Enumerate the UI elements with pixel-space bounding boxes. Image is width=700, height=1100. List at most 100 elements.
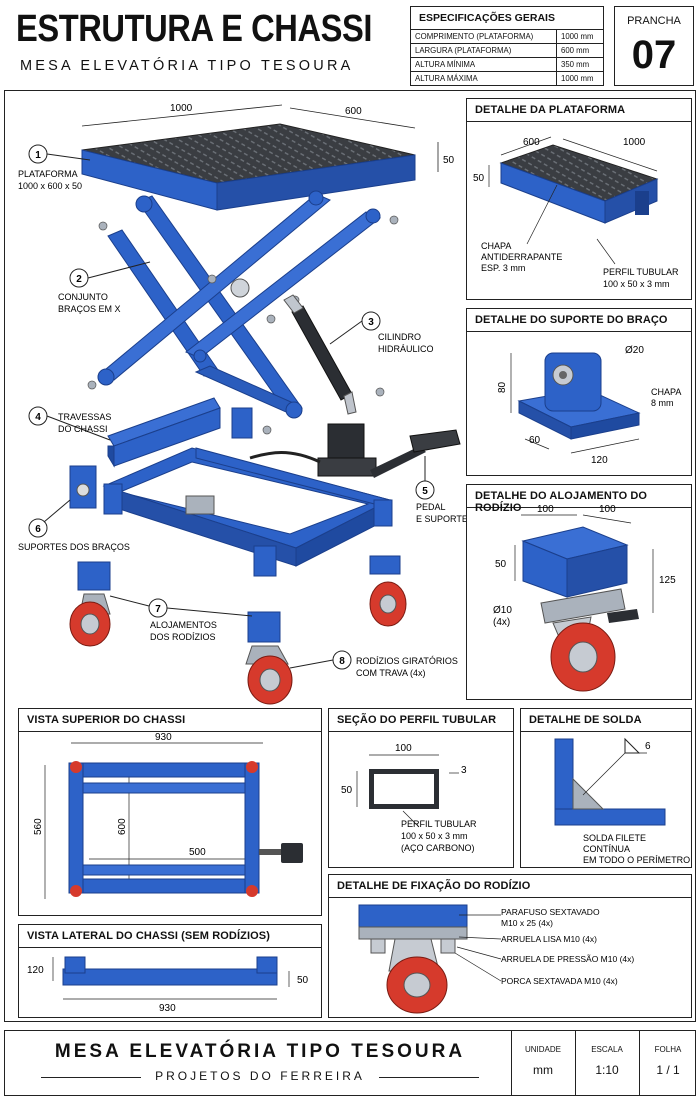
footer-block: MESA ELEVATÓRIA TIPO TESOURA PROJETOS DO… (4, 1030, 696, 1096)
footer-subtitle: PROJETOS DO FERREIRA (155, 1069, 365, 1083)
callout-7-sub: DOS RODÍZIOS (150, 632, 216, 642)
svg-text:PARAFUSO SEXTAVADO: PARAFUSO SEXTAVADO (501, 907, 600, 917)
callout-1-sub: 1000 x 600 x 50 (18, 181, 82, 191)
page-title: ESTRUTURA E CHASSI (16, 8, 373, 50)
callout-1-text: PLATAFORMA (18, 169, 78, 179)
svg-text:50: 50 (297, 975, 309, 986)
caster-front-right (245, 611, 293, 705)
svg-text:5: 5 (422, 486, 428, 497)
crossbars (107, 397, 221, 468)
sheet-label: PRANCHA (627, 15, 681, 27)
svg-text:560: 560 (33, 818, 44, 835)
svg-text:100 x 50 x 3 mm: 100 x 50 x 3 mm (603, 279, 670, 289)
svg-text:100: 100 (599, 504, 616, 515)
svg-text:50: 50 (495, 559, 507, 570)
svg-text:50: 50 (473, 173, 485, 184)
callout-2-text: CONJUNTO (58, 292, 108, 302)
callout-6-text: SUPORTES DOS BRAÇOS (18, 542, 130, 552)
svg-text:6: 6 (35, 524, 41, 535)
svg-text:500: 500 (189, 847, 206, 858)
detail-arm-support: DETALHE DO SUPORTE DO BRAÇO 80 Ø20 CHAPA… (466, 308, 692, 476)
spec-row: LARGURA (PLATAFORMA) 600 mm (411, 43, 603, 57)
footer-title: MESA ELEVATÓRIA TIPO TESOURA (54, 1041, 466, 1062)
svg-text:60: 60 (529, 435, 541, 446)
spec-table: ESPECIFICAÇÕES GERAIS COMPRIMENTO (PLATA… (410, 6, 604, 86)
svg-text:600: 600 (523, 137, 540, 148)
caster-fixing-detail: DETALHE DE FIXAÇÃO DO RODÍZIO PARAFUSO S… (328, 874, 692, 1018)
unit-label: UNIDADE (524, 1045, 561, 1054)
svg-text:3: 3 (368, 317, 374, 328)
svg-text:CONTÍNUA: CONTÍNUA (583, 844, 630, 854)
section-title: SEÇÃO DO PERFIL TUBULAR (337, 714, 497, 726)
dim-50: 50 (443, 155, 455, 166)
unit-value: mm (533, 1063, 553, 1077)
detail-caster-housing: DETALHE DO ALOJAMENTO DO RODÍZIO 100 100… (466, 484, 692, 700)
sheet-footer-label: FOLHA (654, 1045, 682, 1054)
svg-text:(4x): (4x) (493, 617, 510, 628)
section-profile: SEÇÃO DO PERFIL TUBULAR 100 50 3 PERFIL … (328, 708, 514, 868)
svg-text:6: 6 (645, 741, 651, 752)
detail-platform: DETALHE DA PLATAFORMA 600 1000 50 CHAPA … (466, 98, 692, 300)
platform-dims (81, 104, 439, 172)
chassis (102, 447, 393, 577)
svg-text:Ø20: Ø20 (625, 345, 644, 356)
svg-text:1: 1 (35, 150, 41, 161)
svg-text:PORCA SEXTAVADA M10 (4x): PORCA SEXTAVADA M10 (4x) (501, 976, 618, 986)
hydraulic-cylinder (283, 294, 357, 415)
scale-value: 1:10 (595, 1063, 619, 1077)
svg-text:ARRUELA LISA M10 (4x): ARRUELA LISA M10 (4x) (501, 934, 597, 944)
page-subtitle: MESA ELEVATÓRIA TIPO TESOURA (20, 58, 354, 74)
callout-8-text: RODÍZIOS GIRATÓRIOS (356, 656, 458, 666)
callout-8-sub: COM TRAVA (4x) (356, 668, 426, 678)
svg-text:930: 930 (155, 732, 172, 743)
callout-7-text: ALOJAMENTOS (150, 620, 217, 630)
svg-text:ANTIDERRAPANTE: ANTIDERRAPANTE (481, 252, 562, 262)
caster-fix-title: DETALHE DE FIXAÇÃO DO RODÍZIO (337, 880, 531, 892)
callout-3-sub: HIDRÁULICO (378, 344, 434, 354)
svg-text:80: 80 (497, 381, 508, 393)
svg-text:2: 2 (76, 274, 82, 285)
platform (81, 123, 416, 211)
scissor-arms (97, 190, 381, 419)
svg-text:PERFIL TUBULAR: PERFIL TUBULAR (603, 267, 679, 277)
drawing-frame (4, 90, 696, 1022)
callout-4-text: TRAVESSAS (58, 412, 111, 422)
callouts (28, 144, 435, 670)
spec-row: ALTURA MÁXIMA 1000 mm (411, 71, 603, 85)
svg-text:8 mm: 8 mm (651, 398, 674, 408)
svg-text:M10 x 25 (4x): M10 x 25 (4x) (501, 918, 553, 928)
svg-text:CHAPA: CHAPA (651, 387, 681, 397)
spec-row: COMPRIMENTO (PLATAFORMA) 1000 mm (411, 29, 603, 43)
svg-text:7: 7 (155, 604, 161, 615)
svg-text:ESP. 3 mm: ESP. 3 mm (481, 263, 525, 273)
scale-label: ESCALA (591, 1045, 623, 1054)
callout-2-sub: BRAÇOS EM X (58, 304, 121, 314)
spec-row: ALTURA MÍNIMA 350 mm (411, 57, 603, 71)
svg-text:600: 600 (117, 818, 128, 835)
callout-5-sub: E SUPORTE (416, 514, 468, 524)
svg-text:PERFIL TUBULAR: PERFIL TUBULAR (401, 819, 477, 829)
svg-text:SOLDA FILETE: SOLDA FILETE (583, 833, 646, 843)
svg-text:100: 100 (395, 743, 412, 754)
weld-detail: DETALHE DE SOLDA 6 SOLDA FILETE CONTÍNUA… (520, 708, 692, 868)
pedal-pump (249, 423, 461, 478)
dim-1000: 1000 (170, 103, 193, 114)
sheet-footer-value: 1 / 1 (656, 1063, 680, 1077)
top-view-chassis: VISTA SUPERIOR DO CHASSI 930 560 600 500 (18, 708, 322, 916)
svg-text:125: 125 (659, 575, 676, 586)
svg-text:930: 930 (159, 1003, 176, 1014)
svg-text:8: 8 (339, 656, 345, 667)
svg-text:120: 120 (27, 965, 44, 976)
caster-rear-left (185, 495, 215, 515)
svg-text:50: 50 (341, 785, 353, 796)
caster-front-left (69, 561, 111, 647)
svg-text:100 x 50 x 3 mm: 100 x 50 x 3 mm (401, 831, 468, 841)
svg-text:(AÇO CARBONO): (AÇO CARBONO) (401, 843, 475, 853)
svg-text:EM TODO O PERÍMETRO: EM TODO O PERÍMETRO (583, 855, 690, 865)
top-view-title: VISTA SUPERIOR DO CHASSI (27, 714, 186, 726)
svg-text:4: 4 (35, 412, 41, 423)
side-view-chassis: VISTA LATERAL DO CHASSI (SEM RODÍZIOS) 1… (18, 924, 322, 1018)
callout-5-text: PEDAL (416, 502, 446, 512)
dim-600: 600 (345, 106, 362, 117)
